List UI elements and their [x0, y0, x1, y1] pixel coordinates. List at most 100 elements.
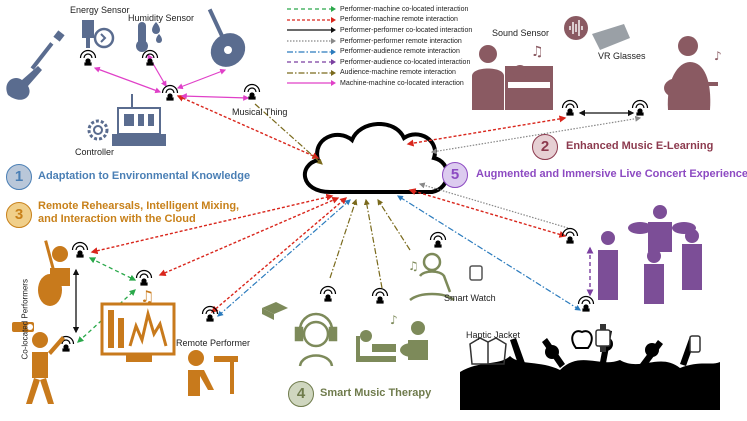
section-title-1: Adaptation to Environmental Knowledge — [38, 170, 251, 182]
piano-teacher-student-icon — [472, 45, 553, 110]
lute-icon — [207, 8, 246, 67]
mixing-station-icon: ♫ — [100, 287, 176, 362]
conn-yoga-cloud — [377, 198, 411, 251]
section-title-2: Enhanced Music E-Learning — [566, 140, 714, 152]
legend-item: Performer-machine co-located interaction — [285, 4, 472, 15]
conn-controller-cloud — [176, 95, 320, 159]
label-controller: Controller — [75, 147, 115, 157]
wifi-icon — [201, 305, 219, 322]
legend-arrow — [287, 16, 336, 23]
legend-arrow — [287, 80, 336, 87]
electric-guitar-icon — [6, 30, 65, 100]
label-remote-performer: Remote Performer — [176, 338, 251, 348]
band-icon — [598, 205, 702, 304]
conn-audience-cloud — [396, 195, 582, 311]
svg-text:♪: ♪ — [714, 49, 722, 63]
legend-item: Performer-performer co-located interacti… — [285, 25, 472, 36]
energy-sensor-icon — [82, 20, 115, 49]
cloud-icon — [302, 122, 450, 194]
conn-bed-cloud — [363, 198, 383, 289]
conn-guitar-controller — [176, 68, 227, 90]
legend-item: Performer-performer remote interaction — [285, 36, 472, 47]
legend-item: Audience-machine remote interaction — [285, 68, 472, 79]
wifi-icon — [561, 227, 579, 244]
conn-musical-controller — [180, 93, 250, 101]
section-badge-1: 1 — [6, 164, 32, 190]
legend-label: Performer-audience remote interaction — [340, 48, 460, 56]
conn-band-cloud — [408, 188, 567, 238]
conn-band-cloud-gray — [418, 182, 569, 229]
section-badge-3: 3 — [6, 202, 32, 228]
wifi-icon — [561, 99, 579, 116]
legend-label: Performer-audience co-located interactio… — [340, 58, 471, 66]
wifi-icon — [577, 295, 595, 312]
conn-musicalthing-cloud — [254, 103, 323, 165]
phone-icon — [689, 335, 701, 353]
gear-icon — [87, 119, 109, 141]
audience-crowd-icon — [460, 330, 720, 410]
label-haptic-jacket: Haptic Jacket — [466, 330, 521, 340]
headphones-child-icon — [294, 312, 338, 367]
meditation-icon: ♫ — [408, 252, 455, 302]
connections — [72, 53, 642, 343]
legend-item: Machine-machine co-located interaction — [285, 78, 472, 89]
legend-arrow — [287, 38, 336, 45]
smartwatch-icon — [595, 324, 611, 352]
legend-label: Performer-performer co-located interacti… — [340, 26, 473, 34]
section-badge-4: 4 — [288, 381, 314, 407]
legend-arrow — [287, 69, 336, 76]
wifi-icon — [631, 99, 649, 116]
label-smart-watch: Smart Watch — [444, 293, 496, 303]
section-badge-5: 5 — [442, 162, 468, 188]
label-humidity-sensor: Humidity Sensor — [128, 13, 195, 23]
haptic-jacket-icon — [469, 337, 507, 365]
legend-label: Machine-machine co-located interaction — [340, 79, 464, 87]
therapy-smartwatch-icon — [469, 265, 483, 281]
sound-sensor-icon — [564, 16, 588, 40]
section-title-5: Augmented and Immersive Live Concert Exp… — [476, 168, 747, 180]
legend-item: Performer-audience remote interaction — [285, 46, 472, 57]
section-title-3: Remote Rehearsals, Intelligent Mixing, a… — [38, 200, 240, 225]
label-vr-glasses: VR Glasses — [598, 51, 646, 61]
label-sound-sensor: Sound Sensor — [492, 28, 550, 38]
conn-remote-cloud-blue — [217, 199, 351, 317]
bed-patient-icon: ♪ — [356, 313, 428, 362]
wifi-icon — [135, 269, 153, 286]
section-title-4: Smart Music Therapy — [320, 387, 432, 399]
wifi-icon — [79, 49, 97, 66]
legend-arrow — [287, 6, 336, 13]
guitarist-icon — [664, 36, 718, 110]
label-musical-thing: Musical Thing — [232, 107, 288, 117]
legend-arrow — [287, 59, 336, 66]
svg-text:♫: ♫ — [140, 287, 154, 306]
wifi-icons — [57, 49, 649, 352]
music-note-icon: ♫ ♪ — [531, 44, 722, 63]
controller-mixer-icon — [112, 94, 166, 146]
conn-energy-controller — [93, 66, 162, 94]
legend-label: Performer-machine remote interaction — [340, 16, 458, 24]
label-energy-sensor: Energy Sensor — [70, 5, 130, 15]
legend-arrow — [287, 48, 336, 55]
humidity-sensor-icon — [136, 22, 162, 52]
legend-arrow — [287, 27, 336, 34]
wifi-icon — [243, 83, 261, 100]
legend-item: Performer-audience co-located interactio… — [285, 57, 472, 68]
projector-icon — [12, 322, 34, 332]
conn-guitarist-cloud — [430, 115, 642, 155]
cellist-icon — [38, 240, 70, 306]
svg-text:♫: ♫ — [408, 259, 419, 273]
svg-text:♪: ♪ — [390, 313, 398, 327]
conn-performer-mixer — [88, 257, 137, 281]
singer-icon — [26, 332, 65, 404]
wifi-icon — [319, 285, 337, 302]
wifi-icon — [161, 84, 179, 101]
vr-glasses-icon — [592, 24, 630, 50]
wifi-icon — [429, 231, 447, 248]
wifi-icon — [71, 241, 89, 258]
speaker-icon — [262, 302, 288, 320]
wifi-icon — [371, 287, 389, 304]
legend-label: Performer-performer remote interaction — [340, 37, 462, 45]
conn-therapy-cloud — [329, 198, 358, 279]
